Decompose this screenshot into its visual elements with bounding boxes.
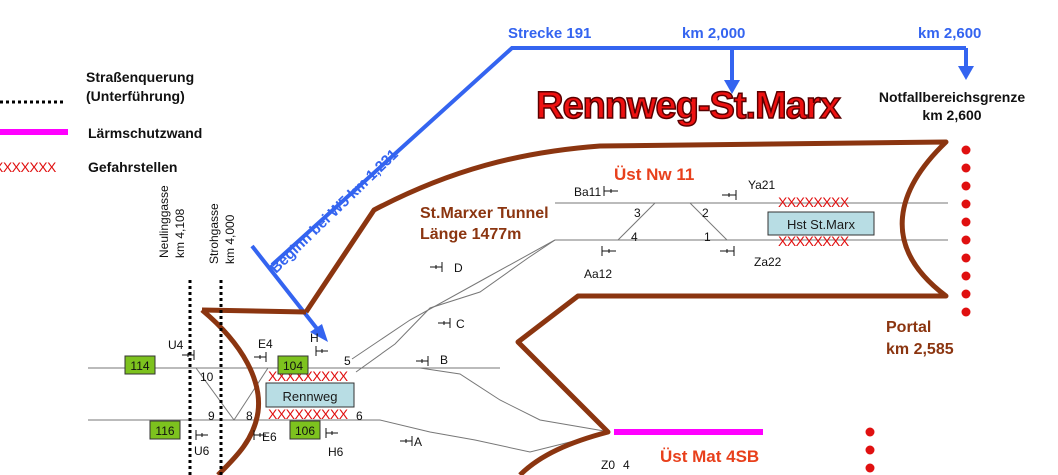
switch-z4: 4 (623, 458, 630, 472)
signal-aa12: Aa12 (584, 267, 612, 281)
signal-ya21: Ya21 (748, 178, 775, 192)
switch-6: 6 (356, 409, 363, 423)
switch-10: 10 (200, 370, 214, 384)
portal-km: km 2,585 (886, 341, 954, 358)
track-badge-104 (277, 355, 309, 375)
switch-9-10 (195, 367, 235, 421)
danger-marker-st-marx-top: XXXXXXXX (778, 194, 850, 210)
km-2000-label: km 2,000 (682, 25, 745, 42)
signal-symbols (182, 186, 737, 446)
signal-u4: U4 (168, 338, 184, 352)
crossover-2-1 (689, 202, 728, 241)
switch-9: 9 (208, 409, 215, 423)
signal-d: D (454, 261, 463, 275)
legend-underpass-label: (Unterführung) (86, 88, 185, 104)
signal-a: A (414, 435, 422, 449)
legend-danger-symbol: XXXXXXX (0, 159, 57, 175)
crossover-3-4 (617, 202, 656, 241)
signal-h: H (310, 331, 319, 345)
track-badge-116 (149, 420, 181, 440)
emergency-km-label: km 2,600 (922, 107, 981, 123)
danger-marker-rennweg-bottom: XXXXXXXXX (268, 406, 349, 422)
switch-5: 5 (344, 354, 351, 368)
track-badge-116-label: 116 (155, 424, 174, 438)
emergency-boundary-label: Notfallbereichsgrenze (879, 89, 1025, 105)
signal-z0: Z0 (601, 458, 615, 472)
neulinggasse-label: Neulinggasse (157, 185, 171, 258)
neulinggasse-km: km 4,108 (173, 208, 187, 258)
track-badge-106-label: 106 (295, 424, 315, 438)
emergency-boundary-dots (865, 145, 971, 473)
track-badge-114-label: 114 (130, 359, 149, 373)
signal-c: C (456, 317, 465, 331)
signal-ba11: Ba11 (574, 185, 601, 199)
track-branch-c (355, 239, 556, 373)
legend-danger-label: Gefahrstellen (88, 159, 177, 175)
strohgasse-label: Strohgasse (207, 203, 221, 264)
station-st-marx-box (767, 211, 875, 236)
signal-za22: Za22 (754, 255, 782, 269)
track-badge-104-label: 104 (283, 359, 303, 373)
signal-e6: E6 (262, 430, 277, 444)
track-badge-114 (124, 355, 156, 375)
switch-2: 2 (702, 206, 709, 220)
tunnel-name: St.Marxer Tunnel (420, 205, 549, 222)
km-2600-arrowhead (958, 66, 974, 80)
crossover-top-label: Üst Nw 11 (614, 165, 694, 184)
danger-marker-st-marx-bottom: XXXXXXXX (778, 233, 850, 249)
strecke-line (270, 46, 966, 267)
station-st-marx-label: Hst St.Marx (787, 217, 855, 232)
start-label: Beginn bei W5 km 1,231 (267, 146, 402, 277)
start-pointer-arrowhead (310, 324, 328, 342)
tunnel-length: Länge 1477m (420, 226, 521, 243)
legend-road-crossing-label: Straßenquerung (86, 69, 194, 85)
signal-h6: H6 (328, 445, 344, 459)
tunnel-wall-left (200, 308, 262, 475)
track-badge-106 (289, 420, 321, 440)
track-branch-b (419, 367, 611, 433)
portal-label: Portal (886, 319, 931, 336)
switch-4: 4 (631, 230, 638, 244)
strohgasse-km: km 4,000 (223, 214, 237, 264)
start-pointer-line (250, 244, 320, 332)
tunnel-wall-upper (303, 139, 949, 475)
switch-8 (233, 367, 269, 421)
tunnel-wall-entry (201, 307, 307, 315)
signal-u6: U6 (194, 444, 210, 458)
switch-1: 1 (704, 230, 711, 244)
km-2000-arrowhead (724, 80, 740, 94)
station-rennweg-label: Rennweg (283, 389, 338, 404)
track-branch-a (379, 419, 611, 453)
station-rennweg-box (265, 382, 355, 408)
km-2600-label: km 2,600 (918, 25, 981, 42)
signal-b: B (440, 353, 448, 367)
legend-noise-wall-label: Lärmschutzwand (88, 125, 202, 141)
diagram-title: Rennweg-St.Marx (536, 85, 841, 127)
signal-e4: E4 (258, 337, 273, 351)
switch-8: 8 (246, 409, 253, 423)
switch-3: 3 (634, 206, 641, 220)
crossover-bottom-label: Üst Mat 4SB (660, 447, 759, 466)
track-branch-d (351, 239, 556, 360)
strecke-label: Strecke 191 (508, 25, 591, 42)
